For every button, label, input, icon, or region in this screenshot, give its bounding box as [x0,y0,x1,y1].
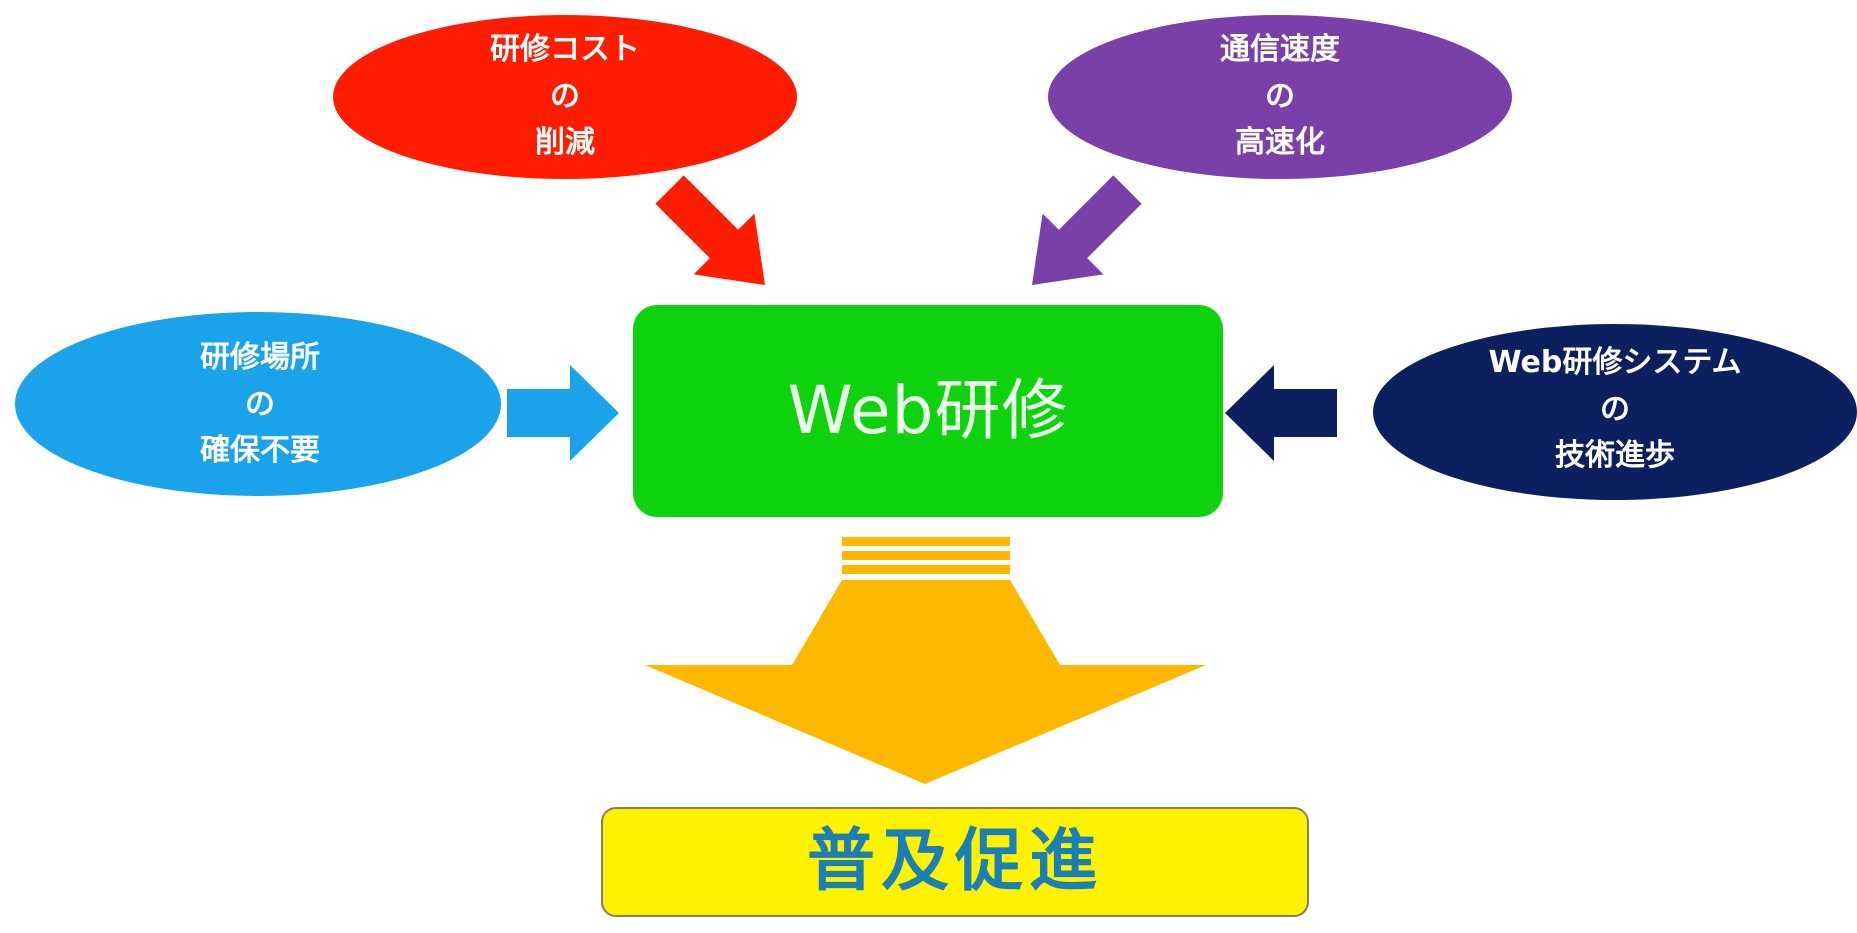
result-arrow-icon [645,580,1206,784]
speed-arrow-icon [1032,175,1142,285]
result-arrow-stripe [842,537,1010,546]
place-arrow-icon [507,365,619,461]
result-arrow-stripe [842,565,1010,574]
no-venue-oval [15,312,501,496]
cost-reduction-oval [333,15,797,179]
result-box [601,807,1309,917]
cost-arrow-icon [655,175,765,285]
tech-arrow-icon [1225,365,1337,461]
network-speed-oval [1048,15,1512,179]
result-arrow-stripe [842,551,1010,560]
web-training-box [633,305,1223,517]
tech-progress-oval [1373,324,1857,500]
